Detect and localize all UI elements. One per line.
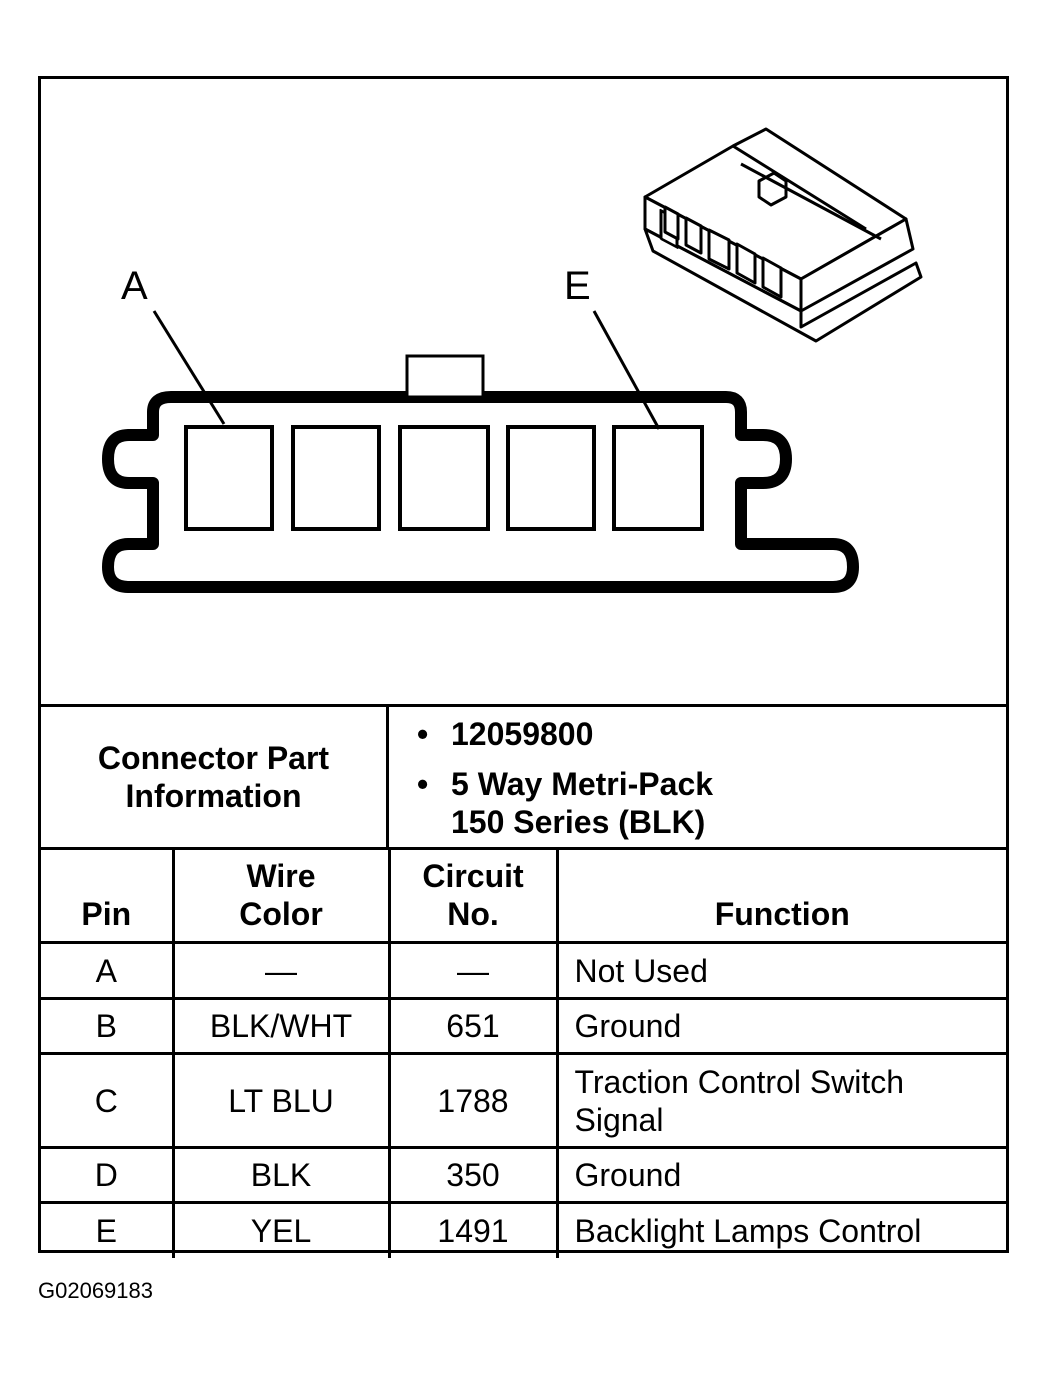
pin-cell: A — [41, 941, 175, 1000]
circuit-cell: 350 — [387, 1146, 559, 1204]
wire-color-cell: BLK — [171, 1146, 391, 1204]
function-cell: Not Used — [555, 941, 1006, 1000]
circuit-cell: 1788 — [387, 1052, 559, 1149]
table-row: C LT BLU 1788 Traction Control Switch Si… — [41, 1052, 1006, 1149]
wire-color-cell: BLK/WHT — [171, 997, 391, 1055]
label-e: E — [564, 264, 591, 308]
connector-description-line2: 150 Series (BLK) — [451, 804, 706, 840]
connector-info-values: • 12059800 • 5 Way Metri-Pack 150 Series… — [389, 707, 1006, 847]
function-cell: Ground — [555, 997, 1006, 1055]
connector-info-label: Connector Part Information — [41, 707, 389, 847]
connector-part-information: Connector Part Information • 12059800 • … — [41, 704, 1006, 847]
function-line2: Signal — [574, 1101, 664, 1138]
wire-color-cell: YEL — [171, 1201, 391, 1258]
header-wire-color: Wire Color — [171, 847, 391, 944]
header-function: Function — [555, 847, 1006, 944]
header-wire-color-line1: Wire — [246, 858, 316, 894]
leader-line-a — [152, 310, 226, 425]
connector-face-drawing: A E — [102, 127, 923, 593]
connector-figure-frame: A E Connector Part Informa — [38, 76, 1009, 1258]
table-row: B BLK/WHT 651 Ground — [41, 997, 1006, 1055]
pinout-table: Pin Wire Color Circuit No. Function A — … — [41, 847, 1006, 1258]
latch-tab — [405, 354, 485, 399]
leader-line-e — [592, 310, 661, 430]
wire-color-cell: LT BLU — [171, 1052, 391, 1149]
table-row: A — — Not Used — [41, 941, 1006, 1000]
pinout-table-header: Pin Wire Color Circuit No. Function — [41, 847, 1006, 944]
cavity-d — [506, 425, 596, 531]
bullet-icon: • — [417, 766, 429, 802]
connector-isometric-view — [643, 127, 923, 343]
function-cell: Backlight Lamps Control — [555, 1201, 1006, 1258]
connector-description-item: • 5 Way Metri-Pack 150 Series (BLK) — [417, 765, 714, 841]
figure-code: G02069183 — [38, 1278, 153, 1303]
table-row: E YEL 1491 Backlight Lamps Control — [41, 1201, 1006, 1258]
connector-description-line1: 5 Way Metri-Pack — [451, 766, 714, 802]
circuit-cell: 1491 — [387, 1201, 559, 1258]
header-circuit-no: Circuit No. — [387, 847, 559, 944]
bullet-icon: • — [417, 716, 429, 752]
connector-info-label-line2: Information — [125, 778, 302, 814]
cavity-a — [184, 425, 274, 531]
circuit-cell: — — [387, 941, 559, 1000]
cavity-b — [291, 425, 381, 531]
wire-color-cell: — — [171, 941, 391, 1000]
cavity-c — [398, 425, 490, 531]
part-number: 12059800 — [451, 716, 594, 752]
function-line1: Traction Control Switch — [574, 1063, 905, 1100]
circuit-cell: 651 — [387, 997, 559, 1055]
header-wire-color-line2: Color — [239, 896, 323, 932]
pin-cell: C — [41, 1052, 175, 1149]
connector-info-label-line1: Connector Part — [97, 740, 330, 776]
label-a: A — [121, 264, 148, 308]
connector-diagram: A E — [41, 79, 1006, 704]
header-circuit-line2: No. — [447, 896, 499, 932]
pin-cell: E — [41, 1201, 175, 1258]
function-cell: Traction Control Switch Signal — [555, 1052, 1006, 1149]
table-row: D BLK 350 Ground — [41, 1146, 1006, 1204]
pin-cell: D — [41, 1146, 175, 1204]
header-pin: Pin — [41, 847, 175, 944]
part-number-item: • 12059800 — [417, 715, 594, 753]
pin-cell: B — [41, 997, 175, 1055]
function-cell: Ground — [555, 1146, 1006, 1204]
cavity-e — [612, 425, 704, 531]
header-circuit-line1: Circuit — [422, 858, 524, 894]
